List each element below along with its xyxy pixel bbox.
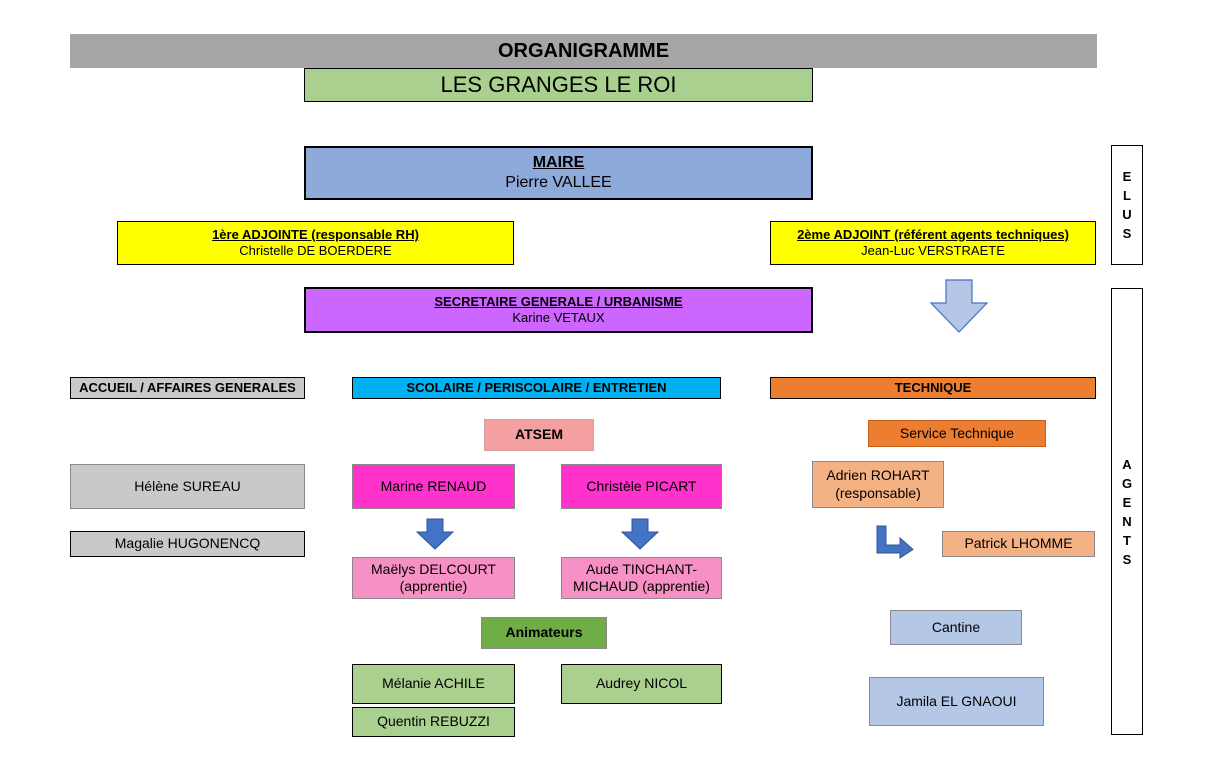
maire-name: Pierre VALLEE — [505, 174, 612, 191]
commune-title: LES GRANGES LE ROI — [304, 68, 813, 102]
elus-letter: U — [1122, 207, 1132, 222]
responsable-status: (responsable) — [835, 484, 921, 501]
down-arrow-icon — [621, 518, 659, 550]
adjoint2-name: Jean-Luc VERSTRAETE — [861, 243, 1005, 258]
accueil-title: ACCUEIL / AFFAIRES GENERALES — [79, 379, 296, 395]
cantine-box: Cantine — [890, 610, 1022, 645]
adjoint2-box: 2ème ADJOINT (référent agents techniques… — [770, 221, 1096, 265]
apprentie-name: Maëlys DELCOURT — [371, 560, 496, 577]
agent-technique-box: Patrick LHOMME — [942, 531, 1095, 557]
elus-letter: S — [1122, 226, 1132, 241]
secretaire-box: SECRETAIRE GENERALE / URBANISME Karine V… — [304, 287, 813, 333]
service-technique-box: Service Technique — [868, 420, 1046, 447]
atsem-member-name: Marine RENAUD — [380, 477, 487, 494]
animateurs-title: Animateurs — [505, 624, 583, 641]
maire-role: MAIRE — [532, 154, 585, 171]
agents-letter: G — [1121, 475, 1133, 491]
atsem-member-box: Christèle PICART — [561, 464, 722, 509]
animateur-name: Mélanie ACHILE — [382, 675, 485, 692]
elus-label: E L U S — [1111, 145, 1143, 265]
accueil-member-name: Magalie HUGONENCQ — [114, 535, 261, 552]
animateur-name: Audrey NICOL — [595, 675, 688, 692]
apprentie-status: MICHAUD (apprentie) — [573, 578, 710, 594]
animateur-box: Audrey NICOL — [561, 664, 722, 704]
atsem-header: ATSEM — [484, 419, 594, 451]
cantine-agent-box: Jamila EL GNAOUI — [869, 677, 1044, 726]
accueil-member-box: Magalie HUGONENCQ — [70, 531, 305, 557]
scolaire-header: SCOLAIRE / PERISCOLAIRE / ENTRETIEN — [352, 377, 721, 399]
adjoint2-role: 2ème ADJOINT (référent agents techniques… — [797, 226, 1069, 242]
animateur-box: Mélanie ACHILE — [352, 664, 515, 704]
agents-letter: T — [1123, 532, 1131, 548]
responsable-name: Adrien ROHART — [826, 467, 930, 483]
technique-title: TECHNIQUE — [894, 379, 972, 395]
apprentie-status: (apprentie) — [399, 578, 468, 594]
apprentie-name: Aude TINCHANT- — [586, 560, 697, 577]
technique-header: TECHNIQUE — [770, 377, 1096, 399]
adjoint1-role: 1ère ADJOINTE (responsable RH) — [212, 226, 419, 242]
agents-letter: S — [1122, 551, 1132, 567]
animateurs-header: Animateurs — [481, 617, 607, 649]
maire-box: MAIRE Pierre VALLEE — [304, 146, 813, 200]
bent-arrow-icon — [876, 525, 914, 559]
agents-label: A G E N T S — [1111, 288, 1143, 735]
page-title: ORGANIGRAMME — [497, 39, 670, 62]
commune-name: LES GRANGES LE ROI — [440, 72, 677, 98]
cantine-label: Cantine — [931, 618, 981, 635]
accueil-member-name: Hélène SUREAU — [134, 477, 241, 494]
atsem-member-box: Marine RENAUD — [352, 464, 515, 509]
adjoint1-box: 1ère ADJOINTE (responsable RH) Christell… — [117, 221, 514, 265]
elus-letter: L — [1123, 188, 1131, 203]
atsem-member-name: Christèle PICART — [586, 477, 697, 494]
header-title-bar: ORGANIGRAMME — [70, 34, 1097, 68]
animateur-box: Quentin REBUZZI — [352, 707, 515, 737]
cantine-agent-name: Jamila EL GNAOUI — [896, 692, 1017, 709]
agent-technique-name: Patrick LHOMME — [964, 535, 1073, 552]
animateur-name: Quentin REBUZZI — [377, 713, 490, 730]
apprentie-box: Aude TINCHANT- MICHAUD (apprentie) — [561, 557, 722, 599]
service-technique-label: Service Technique — [899, 424, 1015, 441]
elus-letter: E — [1122, 169, 1132, 184]
down-arrow-icon — [416, 518, 454, 550]
down-arrow-icon — [930, 279, 988, 333]
scolaire-title: SCOLAIRE / PERISCOLAIRE / ENTRETIEN — [406, 379, 667, 395]
agents-letter: E — [1122, 494, 1132, 510]
accueil-member-box: Hélène SUREAU — [70, 464, 305, 509]
responsable-box: Adrien ROHART (responsable) — [812, 461, 944, 508]
apprentie-box: Maëlys DELCOURT (apprentie) — [352, 557, 515, 599]
agents-letter: A — [1122, 456, 1132, 472]
secretaire-name: Karine VETAUX — [512, 310, 605, 325]
agents-letter: N — [1122, 513, 1132, 529]
atsem-title: ATSEM — [515, 426, 563, 443]
accueil-header: ACCUEIL / AFFAIRES GENERALES — [70, 377, 305, 399]
secretaire-role: SECRETAIRE GENERALE / URBANISME — [434, 293, 683, 309]
adjoint1-name: Christelle DE BOERDERE — [239, 243, 392, 258]
